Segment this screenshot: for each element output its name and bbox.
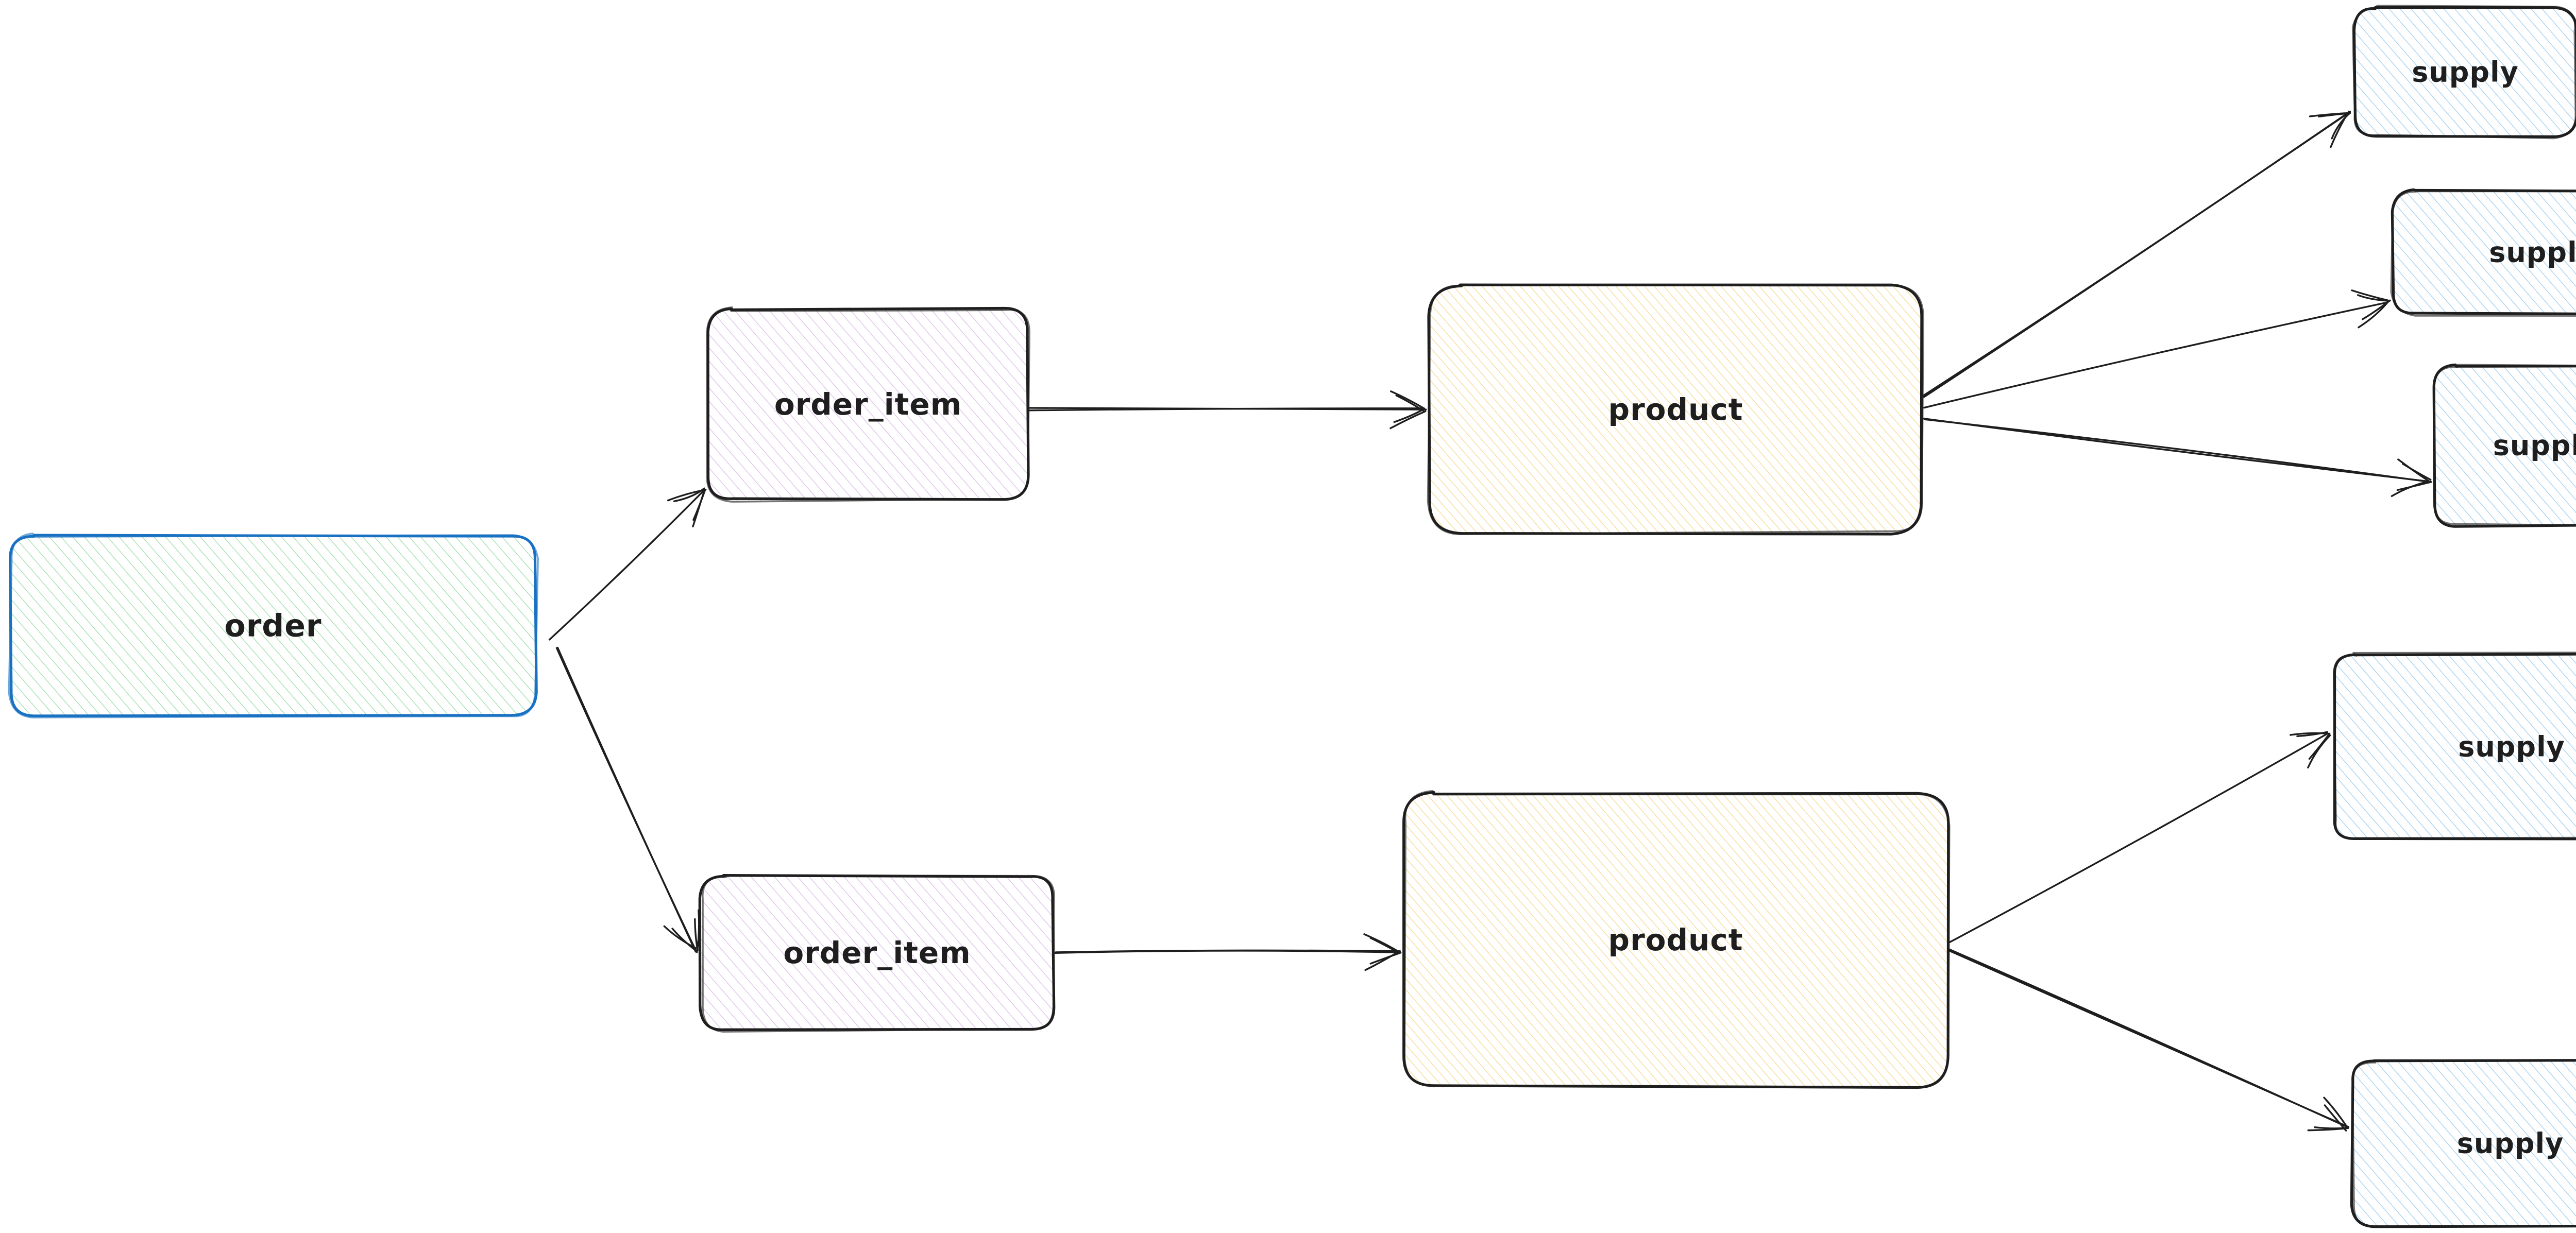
node-outline — [698, 874, 1056, 1031]
edge-line — [1054, 950, 1400, 954]
node-supply_1[interactable]: supply — [2351, 5, 2576, 140]
node-fill — [2333, 655, 2576, 840]
node-fill — [708, 308, 1028, 501]
node-order[interactable]: order — [8, 533, 539, 718]
edge-line — [1948, 950, 2350, 1128]
node-outline — [1403, 790, 1951, 1089]
node-label-product_top: product — [1608, 392, 1743, 427]
arrowhead-barb — [663, 925, 697, 949]
arrowhead-barb — [2358, 300, 2390, 329]
edge-product_bottom-to-supply_4[interactable] — [1948, 731, 2331, 944]
node-fill — [2434, 365, 2576, 526]
arrowhead-barb — [671, 928, 697, 952]
node-label-supply_4: supply — [2458, 731, 2565, 763]
node-fill — [2353, 7, 2576, 137]
edge-product_top-to-supply_3[interactable] — [1923, 417, 2432, 497]
node-product_top[interactable]: product — [1427, 283, 1924, 536]
arrowhead-barb — [2391, 480, 2430, 497]
arrowhead-barb — [667, 489, 707, 502]
nodes-layer: orderorder_itemorder_itemproductproducts… — [8, 5, 2576, 1228]
edges-layer — [548, 110, 2432, 1132]
node-label-supply_1: supply — [2412, 56, 2519, 89]
node-supply_4[interactable]: supply — [2333, 652, 2576, 841]
arrowhead-barb — [2330, 110, 2350, 148]
node-fill — [2351, 1060, 2576, 1227]
arrowhead-barb — [692, 489, 705, 527]
node-outline — [1427, 284, 1924, 535]
node-label-product_bottom: product — [1608, 922, 1743, 957]
node-label-order_item_top: order_item — [774, 387, 962, 422]
node-outline — [702, 874, 1055, 1033]
node-label-supply_3: supply — [2493, 430, 2576, 462]
arrowhead-barb — [1395, 395, 1425, 412]
edge-line — [1923, 301, 2388, 409]
edge-line — [1948, 732, 2329, 944]
arrowhead-barb — [2397, 458, 2431, 483]
node-order_item_top[interactable]: order_item — [706, 306, 1030, 503]
arrowhead-barb — [1390, 390, 1426, 409]
arrowhead-barb — [1393, 407, 1426, 423]
edge-product_bottom-to-supply_5[interactable] — [1948, 948, 2350, 1132]
edge-order-to-order_item_bottom[interactable] — [555, 646, 700, 953]
node-supply_5[interactable]: supply — [2350, 1059, 2576, 1228]
arrowhead-barb — [1369, 937, 1398, 953]
edge-product_top-to-supply_1[interactable] — [1923, 110, 2351, 398]
node-supply_2[interactable]: supply — [2390, 188, 2576, 317]
arrowhead-barb — [1389, 410, 1427, 430]
arrowhead-barb — [2307, 734, 2331, 769]
arrowhead-barb — [2351, 289, 2389, 301]
node-supply_3[interactable]: supply — [2432, 363, 2576, 528]
node-fill — [2392, 190, 2576, 314]
arrowhead-barb — [2324, 1104, 2347, 1132]
node-outline — [2333, 652, 2576, 840]
node-outline — [706, 306, 1030, 503]
arrowhead-barb — [1363, 933, 1401, 953]
node-order_item_bottom[interactable]: order_item — [698, 874, 1056, 1033]
edge-line — [548, 489, 706, 641]
arrowhead-barb — [2323, 1097, 2348, 1128]
edge-line — [556, 646, 697, 953]
arrowhead-barb — [1369, 952, 1402, 965]
arrowhead-barb — [2357, 294, 2388, 302]
arrowhead-barb — [2309, 112, 2351, 117]
node-fill — [700, 875, 1054, 1031]
node-outline — [2390, 190, 2576, 317]
edge-order-to-order_item_top[interactable] — [548, 487, 707, 641]
edge-order_item_top-to-product_top[interactable] — [1028, 390, 1427, 430]
edge-product_top-to-supply_2[interactable] — [1923, 289, 2391, 409]
node-outline — [2351, 1059, 2576, 1227]
node-product_bottom[interactable]: product — [1402, 790, 1951, 1089]
node-label-order: order — [224, 608, 321, 644]
node-label-supply_5: supply — [2457, 1127, 2564, 1160]
edge-line — [1924, 418, 2430, 483]
node-outline — [8, 533, 539, 718]
node-label-order_item_bottom: order_item — [783, 935, 971, 970]
node-fill — [1429, 285, 1922, 534]
edge-line — [1028, 407, 1425, 412]
node-fill — [1403, 792, 1948, 1088]
arrowhead-barb — [2289, 732, 2330, 736]
node-outline — [2351, 5, 2576, 140]
arrowhead-barb — [1364, 950, 1400, 971]
node-outline — [2433, 364, 2576, 526]
node-label-supply_2: supply — [2489, 236, 2576, 269]
edge-line — [1923, 110, 2351, 397]
node-fill — [10, 535, 536, 716]
edge-order_item_bottom-to-product_bottom[interactable] — [1054, 933, 1402, 971]
